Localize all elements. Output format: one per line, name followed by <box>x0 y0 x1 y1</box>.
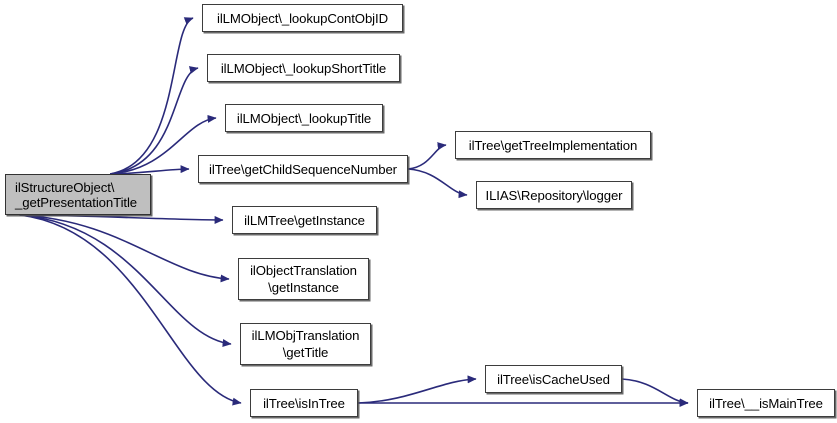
node-root[interactable]: ilStructureObject\ _getPresentationTitle <box>5 174 151 215</box>
node-repository-logger[interactable]: ILIAS\Repository\logger <box>476 181 632 209</box>
node-ilobjecttranslation-getinstance[interactable]: ilObjectTranslation \getInstance <box>238 258 369 300</box>
node-lookupcontobjid[interactable]: ilLMObject\_lookupContObjID <box>202 4 403 32</box>
node-lookuptitle[interactable]: ilLMObject\_lookupTitle <box>225 104 383 132</box>
node-getchildsequencenumber[interactable]: ilTree\getChildSequenceNumber <box>198 155 408 183</box>
edge-root-to-lmObjTranslationGetTitle <box>19 214 232 347</box>
node-illmtree-getinstance[interactable]: ilLMTree\getInstance <box>232 206 377 234</box>
edge-root-to-getInstanceTree <box>19 214 224 224</box>
node-ismaintree[interactable]: ilTree\__isMainTree <box>697 389 835 417</box>
edge-root-to-isInTree <box>19 214 242 406</box>
edge-root-to-lookupShortTitle <box>110 66 199 175</box>
node-gettreeimplementation[interactable]: ilTree\getTreeImplementation <box>455 131 651 159</box>
edge-root-to-objectTranslationGetInstance <box>19 214 230 283</box>
edge-isCacheUsed-to-isMainTree <box>621 378 689 407</box>
edge-root-to-lookupContObjID <box>109 17 194 175</box>
node-illmobjtranslation-gettitle[interactable]: ilLMObjTranslation \getTitle <box>240 323 371 365</box>
edge-getChildSequenceNumber-to-getTreeImplementation <box>407 142 447 170</box>
node-isintree[interactable]: ilTree\isInTree <box>250 389 358 417</box>
edge-isInTree-to-isCacheUsed <box>357 375 477 404</box>
node-lookupshorttitle[interactable]: ilLMObject\_lookupShortTitle <box>207 54 400 82</box>
edge-getChildSequenceNumber-to-repositoryLogger <box>407 168 468 199</box>
node-iscacheused[interactable]: ilTree\isCacheUsed <box>485 365 622 393</box>
